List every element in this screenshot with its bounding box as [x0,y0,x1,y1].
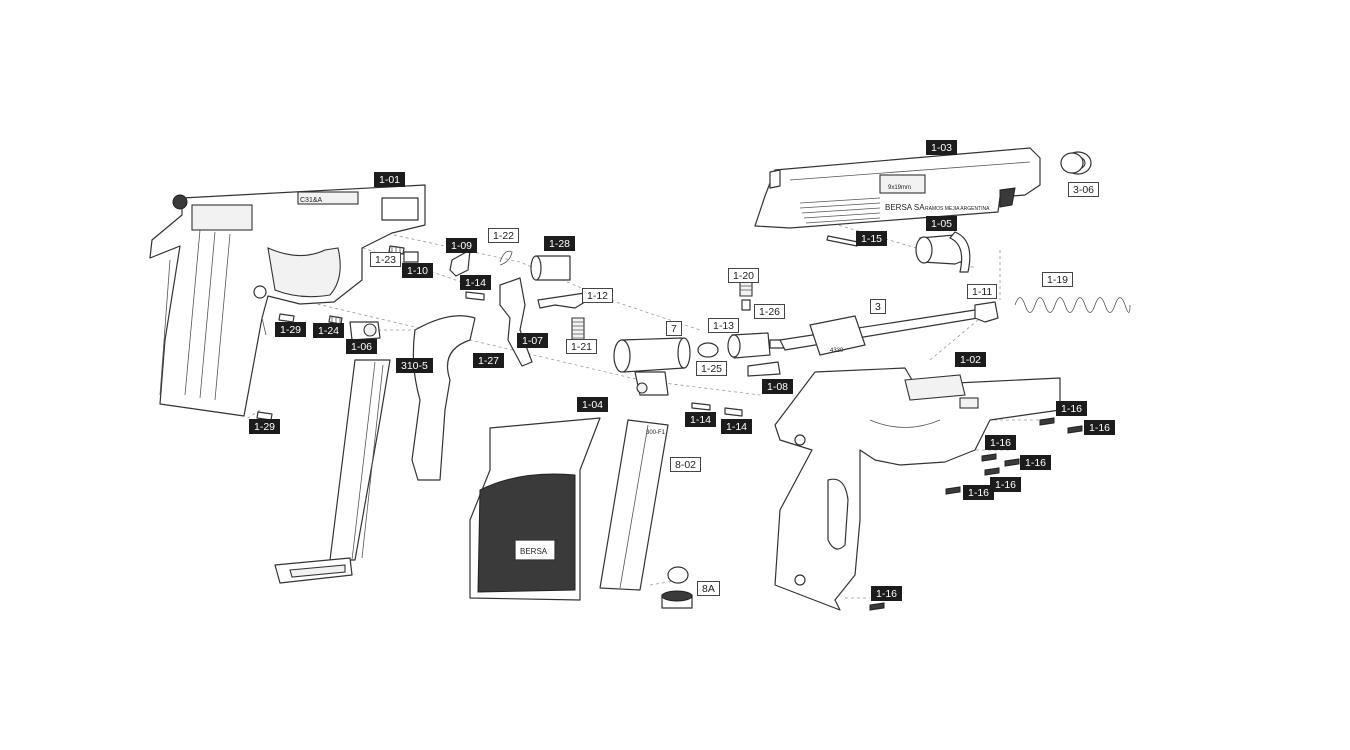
recoil-spring [1014,297,1131,313]
callout-1-13: 1-13 [708,318,740,333]
callout-1-01: 1-01 [374,172,406,187]
callout-1-16-e: 1-16 [990,477,1022,492]
callout-1-06: 1-06 [346,339,378,354]
callout-1-21: 1-21 [566,339,598,354]
frame-right-assembly [774,367,1061,611]
callout-1-14-a: 1-14 [460,275,492,290]
callout-1-20: 1-20 [728,268,760,283]
callout-1-05: 1-05 [926,216,958,231]
callout-1-15: 1-15 [856,231,888,246]
grip-insert [411,315,476,481]
callout-1-16-b: 1-16 [1084,420,1116,435]
spring-small [571,317,585,343]
callout-1-14-c: 1-14 [721,419,753,434]
callout-1-08: 1-08 [762,379,794,394]
slide-pin [826,235,859,247]
callout-1-24: 1-24 [313,323,345,338]
grip-panel: BERSA [469,417,601,601]
callout-1-27: 1-27 [473,353,505,368]
slide-caliber-engraving: 9x19mm [888,185,911,191]
callout-8A: 8A [697,581,720,596]
small-springs-and-pins [388,245,571,301]
callout-1-12: 1-12 [582,288,614,303]
callout-1-03: 1-03 [926,140,958,155]
callout-1-25: 1-25 [696,361,728,376]
callout-1-23: 1-23 [370,252,402,267]
slide-origin-engraving: RAMOS MEJIA ARGENTINA [925,206,990,212]
callout-1-28: 1-28 [544,236,576,251]
callout-1-16-f: 1-16 [963,485,995,500]
callout-1-26: 1-26 [754,304,786,319]
callout-1-19: 1-19 [1042,272,1074,287]
callout-1-10: 1-10 [402,263,434,278]
callout-3-06: 3-06 [1068,182,1100,197]
barrel-bushing [1060,151,1092,175]
magazine-left [274,359,391,584]
barrel: 4330 [779,309,979,356]
callout-1-22: 1-22 [488,228,520,243]
callout-1-29-b: 1-29 [249,419,281,434]
callout-1-11: 1-11 [967,284,998,299]
callout-1-29-a: 1-29 [275,322,307,337]
slide: 9x19mm BERSA SA RAMOS MEJIA ARGENTINA [754,147,1041,229]
callout-1-16-g: 1-16 [871,586,903,601]
frame-pins [256,313,381,421]
trigger [499,277,533,367]
recoil-guide-bushing [915,231,971,273]
callout-8-02: 8-02 [670,457,702,472]
callout-1-02: 1-02 [955,352,987,367]
callout-3: 3 [870,299,886,314]
hammer-parts [691,281,791,417]
magazine-base [661,566,693,609]
barrel-stamp: 4330 [830,348,844,354]
firing-pin-housing [613,337,691,396]
callout-1-14-b: 1-14 [685,412,717,427]
slide-maker-engraving: BERSA SA [885,203,925,212]
magazine-right: 300-F1 [599,419,669,591]
callout-1-09: 1-09 [446,238,478,253]
guide-rod-head [974,301,999,323]
callout-7: 7 [666,321,682,336]
frame-stamp-top: C31&A [300,197,323,204]
callout-310-5: 310-5 [396,358,433,373]
callout-1-16-a: 1-16 [1056,401,1088,416]
grip-logo: BERSA [520,547,548,556]
frame-left-assembly: C31&A [149,184,426,417]
sear-lever [537,292,589,309]
callout-1-07: 1-07 [517,333,549,348]
callout-1-04: 1-04 [577,397,609,412]
magazine-stamp: 300-F1 [646,430,666,436]
callout-1-16-d: 1-16 [1020,455,1052,470]
callout-1-16-c: 1-16 [985,435,1017,450]
grip-screws [869,417,1083,611]
